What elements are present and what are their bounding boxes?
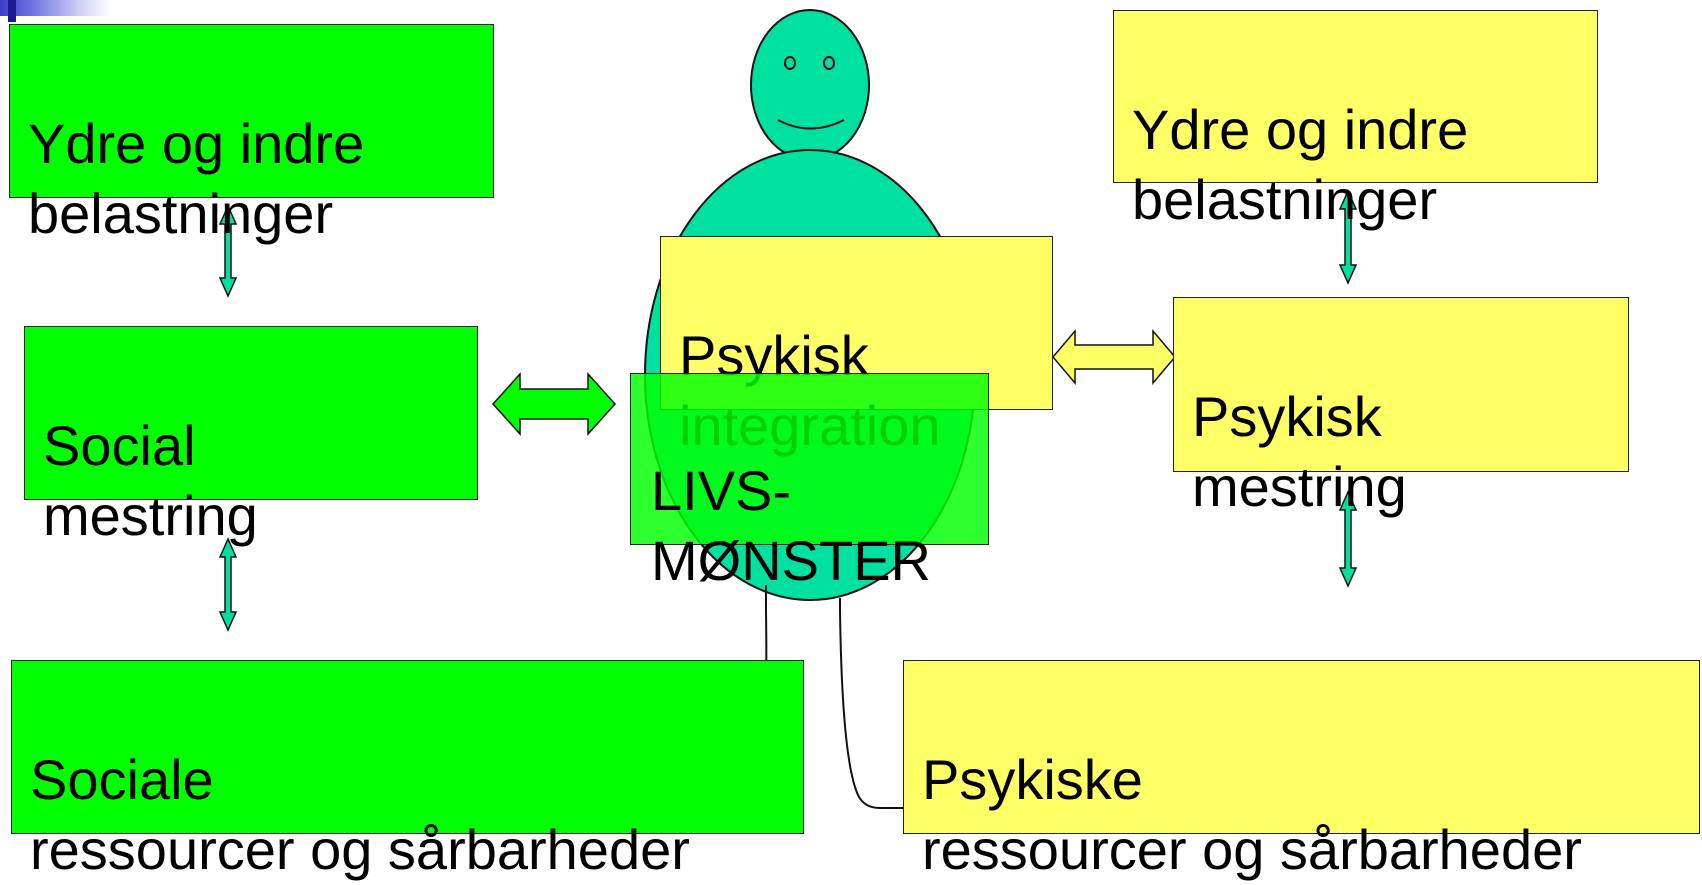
psychic-burden-label: Ydre og indre belastninger bbox=[1132, 98, 1469, 231]
slide-corner-mark bbox=[0, 0, 110, 16]
social-coping-box: Social mestring bbox=[24, 326, 478, 547]
social-burden-box: Ydre og indre belastninger bbox=[9, 24, 494, 245]
figure-head bbox=[750, 9, 870, 161]
slide-corner-bar bbox=[8, 0, 16, 22]
arrow-social-burden-coping bbox=[218, 204, 238, 298]
figure-left-eye bbox=[784, 56, 796, 70]
life-pattern-label: LIVS- MØNSTER bbox=[651, 459, 931, 592]
figure-right-eye bbox=[823, 56, 835, 70]
arrow-integration-psychic-coping bbox=[1052, 328, 1176, 386]
social-resources-box: Sociale ressourcer og sårbarheder bbox=[11, 660, 804, 881]
arrow-psychic-coping-resources bbox=[1338, 490, 1358, 588]
social-burden-label: Ydre og indre belastninger bbox=[28, 112, 365, 245]
psychic-resources-label: Psykiske ressourcer og sårbarheder bbox=[922, 748, 1582, 881]
social-coping-label: Social mestring bbox=[43, 414, 258, 547]
arrow-psychic-burden-coping bbox=[1338, 189, 1358, 285]
arrow-social-coping-life-pattern bbox=[491, 372, 617, 436]
psychic-resources-box: Psykiske ressourcer og sårbarheder bbox=[903, 660, 1700, 881]
figure-smile bbox=[777, 119, 845, 130]
psychic-burden-box: Ydre og indre belastninger bbox=[1113, 10, 1598, 231]
figure-right-leg bbox=[839, 598, 918, 809]
social-resources-label: Sociale ressourcer og sårbarheder bbox=[30, 748, 690, 881]
psychic-coping-box: Psykisk mestring bbox=[1173, 297, 1629, 518]
life-pattern-box: LIVS- MØNSTER bbox=[630, 373, 989, 592]
arrow-social-coping-resources bbox=[218, 537, 238, 632]
psychic-coping-label: Psykisk mestring bbox=[1192, 385, 1407, 518]
